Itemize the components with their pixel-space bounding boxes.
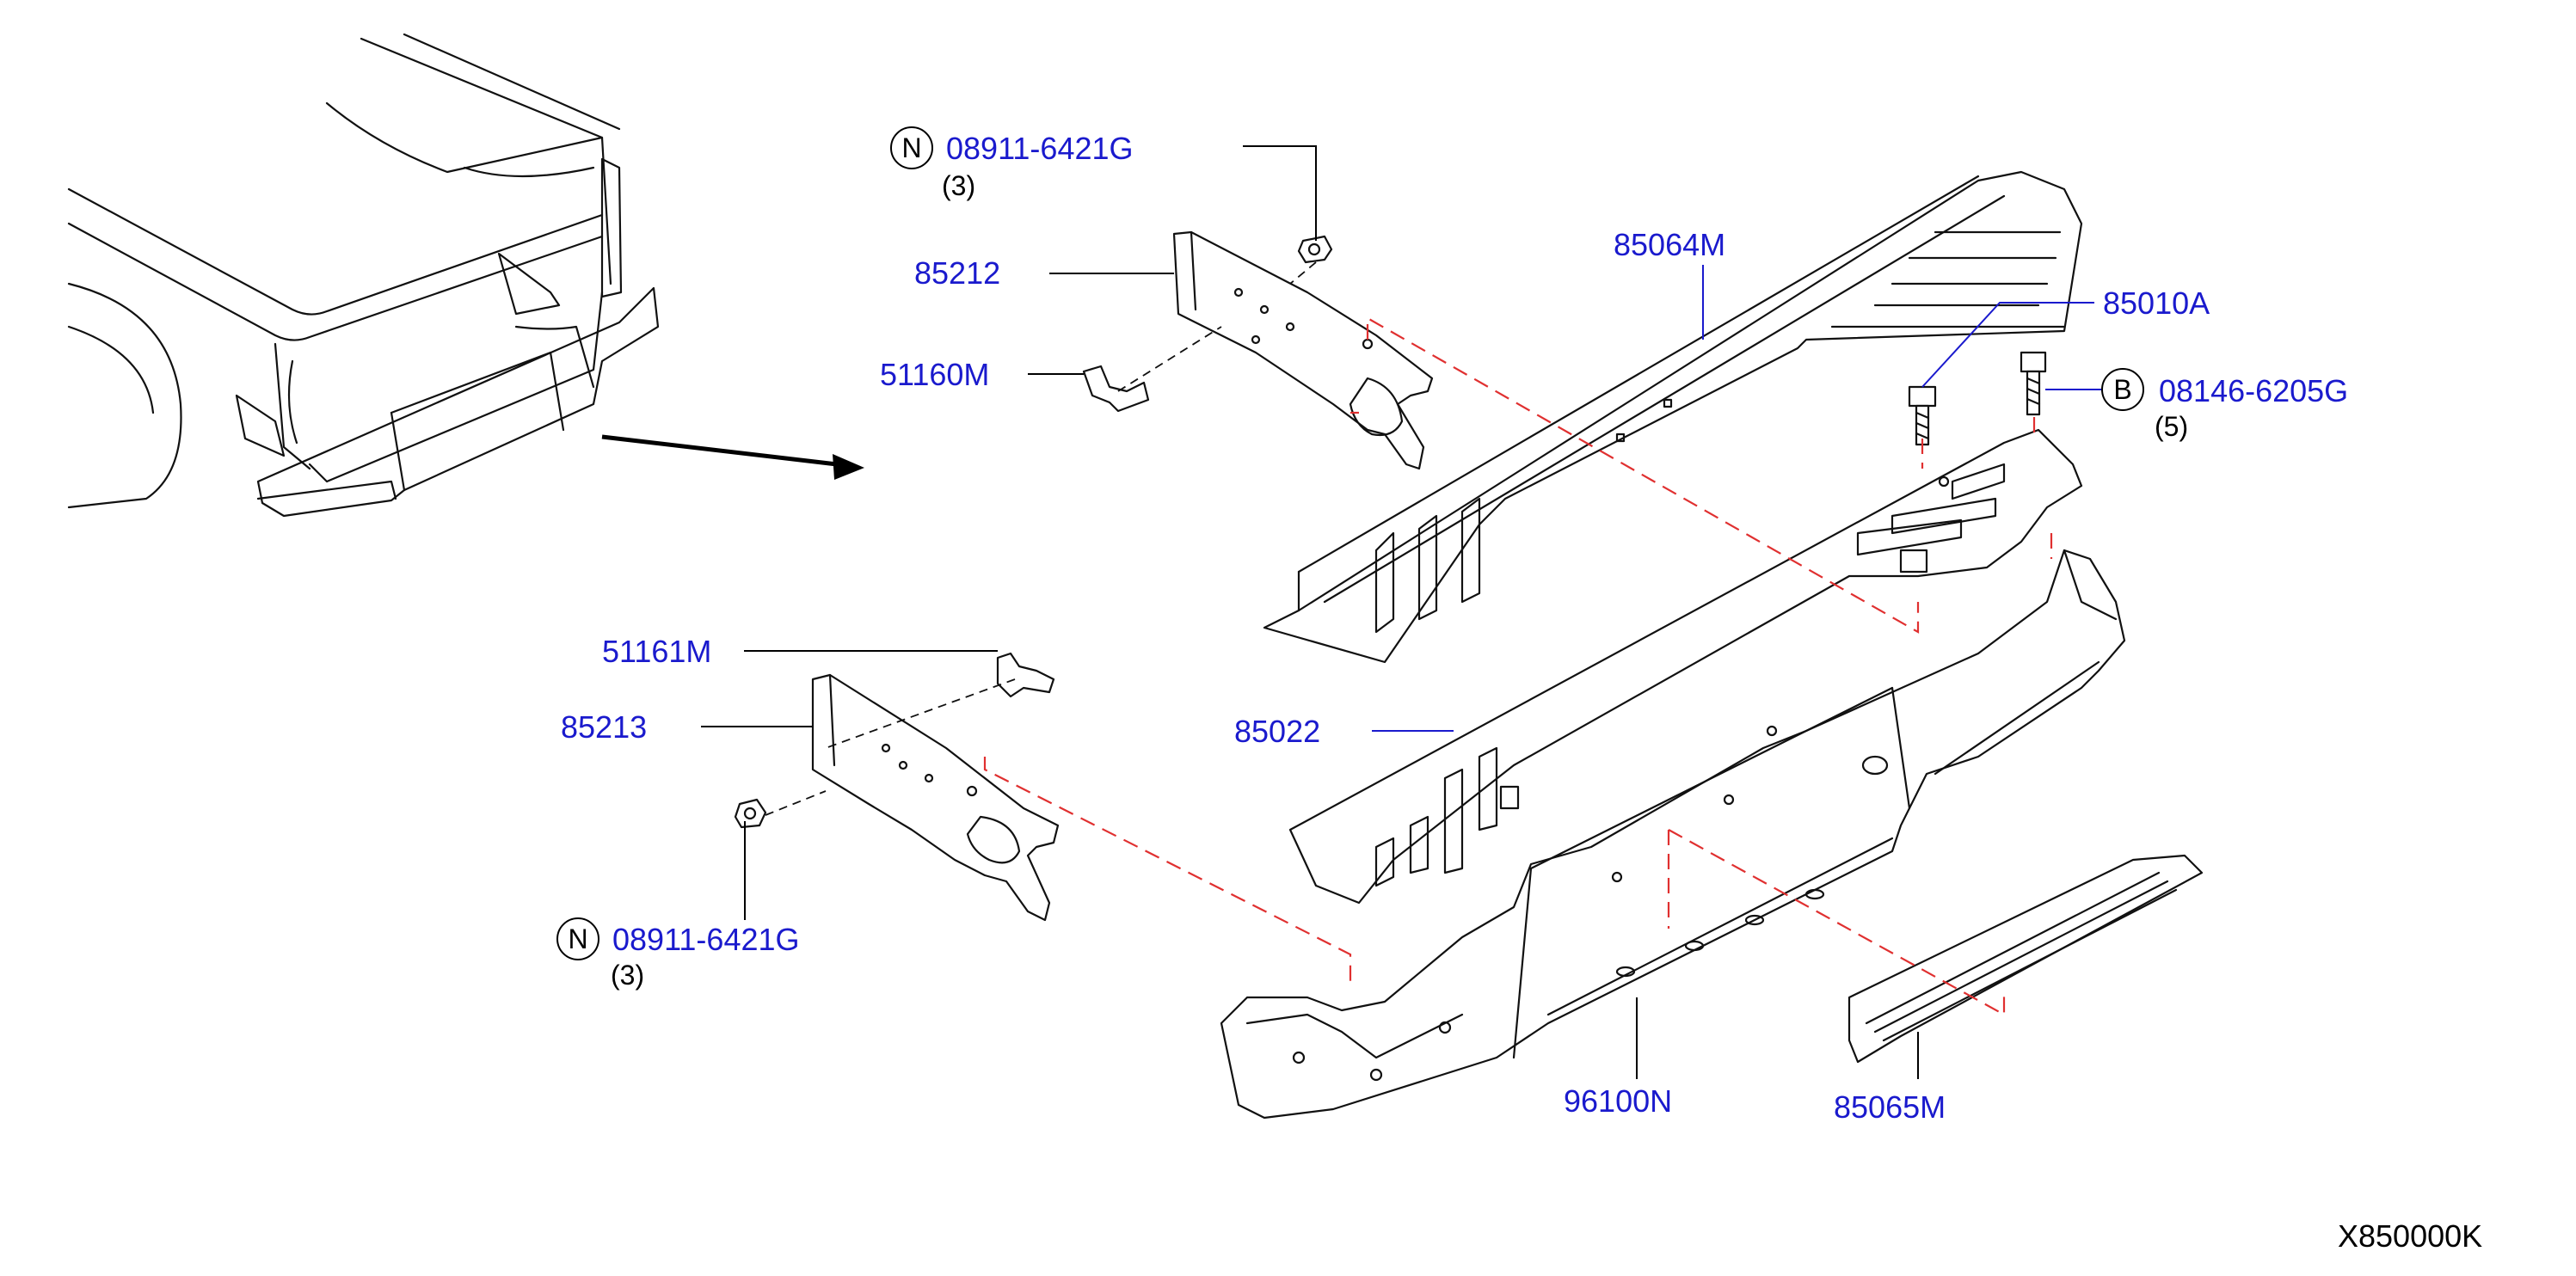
callout-nut-upper: N 08911-6421G (3) xyxy=(890,126,1134,201)
quantity: (3) xyxy=(942,170,975,201)
leader-lines xyxy=(701,145,2103,1079)
part-number-85022: 85022 xyxy=(1234,714,1320,749)
step-85064M-illustration xyxy=(1263,170,2083,664)
part-number-51161M: 51161M xyxy=(602,634,711,669)
part-number-85064M: 85064M xyxy=(1614,227,1725,262)
bolt-08146-illustration xyxy=(2020,351,2047,416)
quantity: (3) xyxy=(611,960,644,991)
part-number-51160M: 51160M xyxy=(880,357,989,392)
marker-circle xyxy=(890,126,933,169)
bracket-85212-illustration xyxy=(1082,230,1434,470)
part-number-85065M: 85065M xyxy=(1834,1089,1946,1125)
marker-circle xyxy=(556,917,599,960)
quantity: (5) xyxy=(2155,411,2188,442)
step-85065M-illustration xyxy=(1847,854,2204,1064)
reinforcement-85022-illustration xyxy=(1288,428,2083,905)
vehicle-rear-illustration xyxy=(67,33,864,518)
diagram-reference-code: X850000K xyxy=(2338,1218,2482,1254)
bumper-96100N-illustration xyxy=(1220,549,2126,1120)
bolt-85010A-illustration xyxy=(1908,385,1937,446)
part-number: 08146-6205G xyxy=(2159,373,2348,408)
callout-nut-lower: N 08911-6421G (3) xyxy=(556,917,800,991)
marker-circle xyxy=(2101,368,2144,411)
marker-letter: N xyxy=(568,923,587,954)
callout-bolt-upper: B 08146-6205G (5) xyxy=(2101,368,2348,442)
bracket-85213-illustration xyxy=(734,652,1060,922)
part-number-85213: 85213 xyxy=(561,709,647,745)
part-number: 08911-6421G xyxy=(946,131,1134,166)
part-number-96100N: 96100N xyxy=(1564,1083,1672,1119)
part-number: 08911-6421G xyxy=(612,922,800,957)
marker-letter: B xyxy=(2113,374,2131,405)
part-number-85010A: 85010A xyxy=(2103,285,2210,321)
alignment-lines xyxy=(983,316,2053,1016)
marker-letter: N xyxy=(901,132,921,163)
part-number-85212: 85212 xyxy=(914,255,1000,291)
